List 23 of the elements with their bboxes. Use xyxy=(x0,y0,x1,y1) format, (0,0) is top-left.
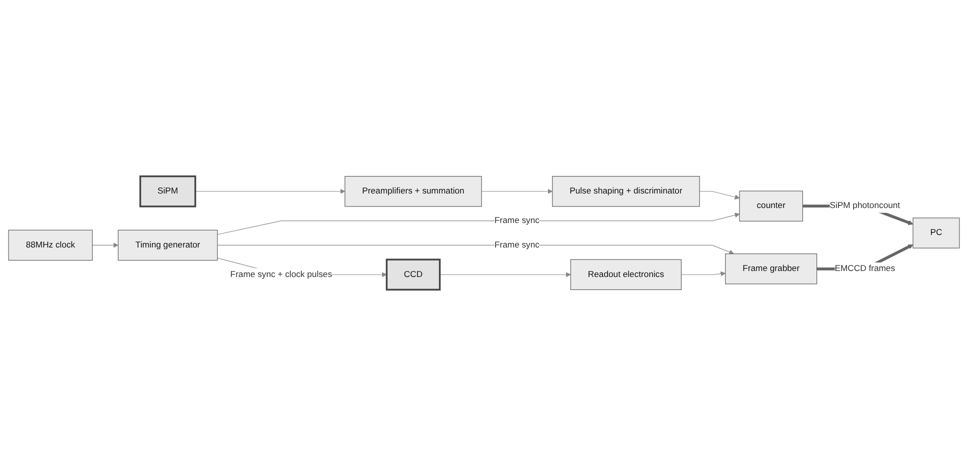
arrow xyxy=(217,244,734,254)
arrow xyxy=(481,188,553,194)
node-box: Pulse shaping + discriminator xyxy=(552,176,700,207)
arrow xyxy=(92,242,118,248)
node-box: 88MHz clock xyxy=(8,230,93,261)
node-box: Timing generator xyxy=(118,230,218,261)
node-box: PC xyxy=(912,218,960,248)
arrow xyxy=(217,212,740,235)
edge-label: EMCCD frames xyxy=(834,264,896,274)
arrow xyxy=(680,271,726,276)
edge-label: Frame sync xyxy=(494,215,540,226)
arrow xyxy=(440,272,571,278)
edge-label: SiPM photoncount xyxy=(830,200,900,211)
arrow xyxy=(195,188,346,194)
edge-label: Frame sync + clock pulses xyxy=(230,269,332,280)
node-box: Frame grabber xyxy=(725,254,818,284)
arrow xyxy=(699,191,740,200)
node-box: CCD xyxy=(386,258,441,291)
node-box: Preamplifiers + summation xyxy=(344,176,482,207)
node-box: Readout electronics xyxy=(570,259,682,290)
edge-label: Frame sync xyxy=(494,240,540,250)
node-box: counter xyxy=(739,190,803,222)
node-box: SiPM xyxy=(139,175,196,208)
